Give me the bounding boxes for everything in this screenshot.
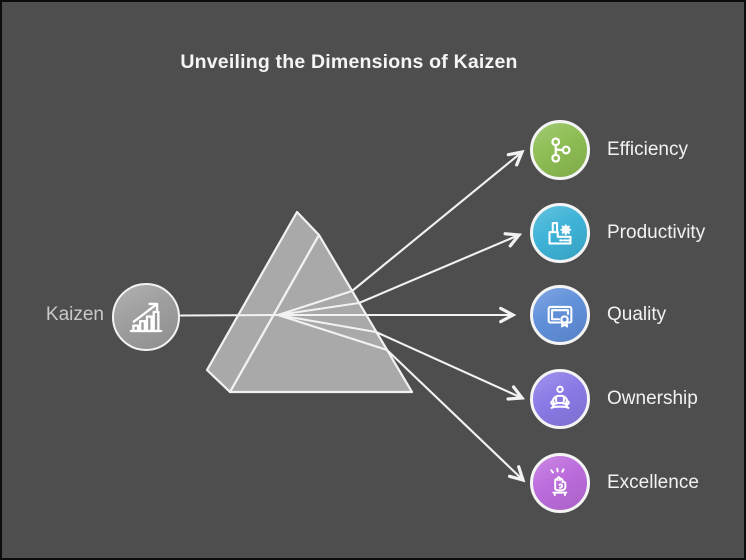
incoming-ray — [179, 313, 280, 317]
dimension-efficiency: Efficiency — [530, 120, 688, 180]
dimension-label: Efficiency — [607, 139, 688, 160]
dimension-label: Quality — [607, 304, 667, 325]
branch-icon — [530, 120, 590, 180]
ray-productivity — [276, 232, 523, 317]
page-title: Unveiling the Dimensions of Kaizen — [180, 51, 518, 73]
factory-icon — [530, 203, 590, 263]
dimension-label: Ownership — [607, 388, 698, 409]
dimension-label: Excellence — [607, 472, 699, 493]
dimension-ownership: Ownership — [530, 369, 698, 429]
dimension-excellence: Excellence — [530, 453, 699, 513]
ray-ownership — [276, 313, 526, 401]
dimension-quality: Quality — [530, 285, 666, 345]
ray-efficiency — [276, 149, 525, 317]
growth-chart-icon — [112, 283, 180, 351]
raised-fist-icon — [530, 453, 590, 513]
source-node — [112, 283, 180, 351]
prism-front-face — [228, 233, 414, 394]
meditation-icon — [530, 369, 590, 429]
certificate-icon — [530, 285, 590, 345]
dimension-label: Productivity — [607, 222, 706, 243]
source-label: Kaizen — [45, 304, 104, 325]
ray-excellence — [276, 313, 526, 483]
dimension-productivity: Productivity — [530, 203, 705, 263]
